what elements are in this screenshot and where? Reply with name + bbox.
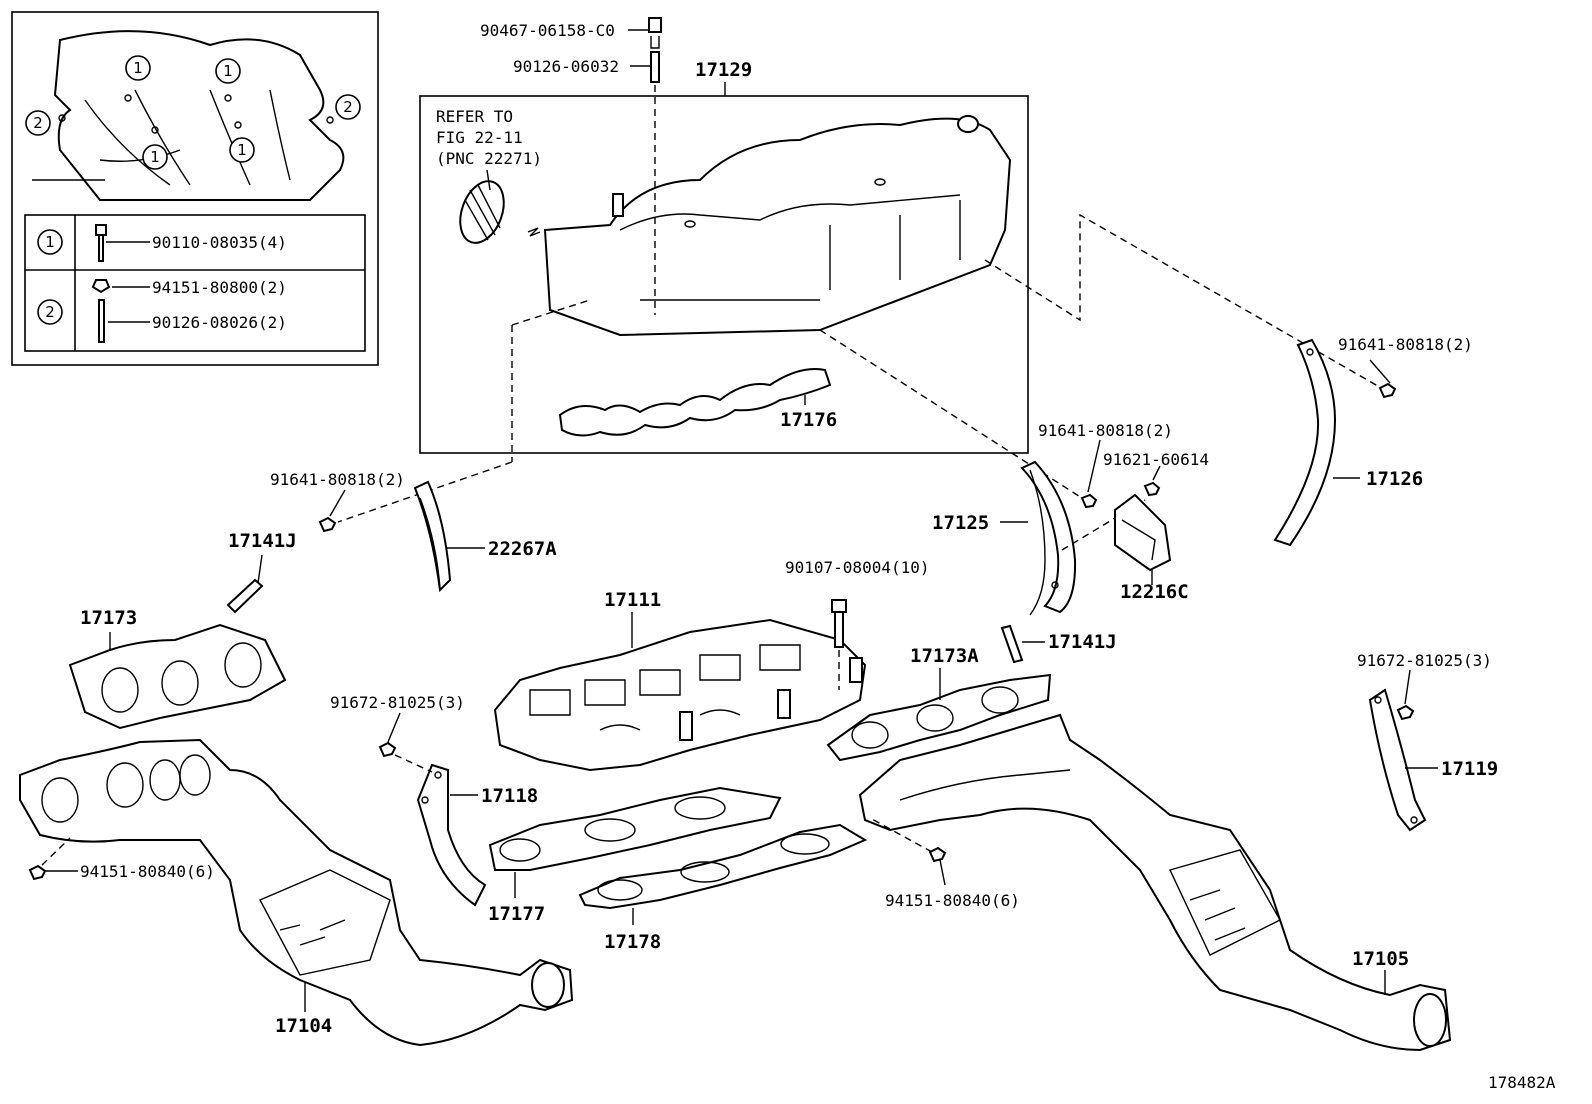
callout-number: 2: [45, 303, 55, 321]
bracket-17126: 17126 91641-80818(2): [1273, 335, 1473, 547]
label-p17129: 17129: [695, 59, 752, 81]
label-p17173: 17173: [80, 607, 137, 629]
callout-number: 2: [33, 114, 43, 132]
label-p91672-l: 91672-81025(3): [330, 693, 465, 712]
label-p90126-06032: 90126-06032: [513, 57, 619, 76]
refer-note-line-1: REFER TO: [436, 107, 513, 126]
inset-detail: 1 1 1 1 2 2 1 90110-08035(4) 2 94151-808…: [11, 11, 379, 366]
bracket-17125: 17125 91641-80818(2) 91621-60614: [932, 421, 1209, 616]
callout-1d: 1: [229, 137, 255, 163]
gasket-17178: 17178: [578, 823, 868, 953]
gasket-17173A: 17173A: [826, 645, 1052, 762]
label-p17105: 17105: [1352, 948, 1409, 970]
legend-part-90126: 90126-08026(2): [152, 313, 287, 332]
refer-note-line-3: (PNC 22271): [436, 149, 542, 168]
label-p17176: 17176: [780, 409, 837, 431]
bracket-17119: 17119 91672-81025(3): [1357, 651, 1498, 832]
bracket-22267A: 22267A 91641-80818(2): [270, 470, 557, 593]
callout-number: 1: [133, 59, 143, 77]
exhaust-manifold-17105: 17105 94151-80840(6): [858, 713, 1452, 1052]
label-p94151-l: 94151-80840(6): [80, 862, 215, 881]
bracket-17118: 17118 91672-81025(3): [330, 693, 538, 907]
stud-17141J-left: 17141J: [226, 530, 297, 614]
label-p17118: 17118: [481, 785, 538, 807]
gasket-17177: 17177: [488, 786, 782, 925]
legend-table: 1 90110-08035(4) 2 94151-80800(2) 90126-…: [24, 214, 366, 352]
label-p91621: 91621-60614: [1103, 450, 1209, 469]
stud-17141J-right: 17141J: [1000, 624, 1117, 664]
label-p91641-r: 91641-80818(2): [1338, 335, 1473, 354]
label-p91672-r: 91672-81025(3): [1357, 651, 1492, 670]
exhaust-manifold-17104: 17104 94151-80840(6): [19, 738, 574, 1047]
refer-note-line-2: FIG 22-11: [436, 128, 523, 147]
insulator-12216C: 12216C: [1114, 493, 1189, 603]
callout-1a: 1: [125, 55, 151, 81]
legend-part-94151: 94151-80800(2): [152, 278, 287, 297]
label-p22267a: 22267A: [488, 538, 557, 560]
callout-number: 1: [237, 141, 247, 159]
label-p17111: 17111: [604, 589, 661, 611]
label-p17126: 17126: [1366, 468, 1423, 490]
label-p90467: 90467-06158-C0: [480, 21, 615, 40]
legend-part-90110: 90110-08035(4): [152, 233, 287, 252]
upper-intake-assembly: 17129 REFER TO FIG 22-11 (PNC 22271) 171…: [419, 17, 1029, 454]
label-p17104: 17104: [275, 1015, 332, 1037]
callout-1b: 1: [215, 58, 241, 84]
label-p17141j-l: 17141J: [228, 530, 297, 552]
callout-1c: 1: [142, 144, 168, 170]
label-p17173a: 17173A: [910, 645, 979, 667]
gasket-17173: 17173: [68, 607, 287, 730]
callout-number: 1: [150, 148, 160, 166]
label-p17119: 17119: [1441, 758, 1498, 780]
callout-number: 1: [223, 62, 233, 80]
label-p17125: 17125: [932, 512, 989, 534]
callout-2a: 2: [25, 110, 51, 136]
label-p94151-r: 94151-80840(6): [885, 891, 1020, 910]
label-p90107: 90107-08004(10): [785, 558, 930, 577]
callout-2b: 2: [335, 94, 361, 120]
label-p17141j-r: 17141J: [1048, 631, 1117, 653]
label-p91641-l: 91641-80818(2): [270, 470, 405, 489]
lower-intake-17111: 17111 90107-08004(10): [493, 558, 930, 772]
label-p91641-c: 91641-80818(2): [1038, 421, 1173, 440]
legend-row-2: 2 94151-80800(2) 90126-08026(2): [37, 278, 287, 343]
label-p17178: 17178: [604, 931, 661, 953]
label-p12216c: 12216C: [1120, 581, 1189, 603]
legend-row-1: 1 90110-08035(4): [37, 224, 287, 262]
callout-number: 1: [45, 233, 55, 251]
callout-number: 2: [343, 98, 353, 116]
label-p17177: 17177: [488, 903, 545, 925]
figure-id: 178482A: [1488, 1073, 1556, 1092]
